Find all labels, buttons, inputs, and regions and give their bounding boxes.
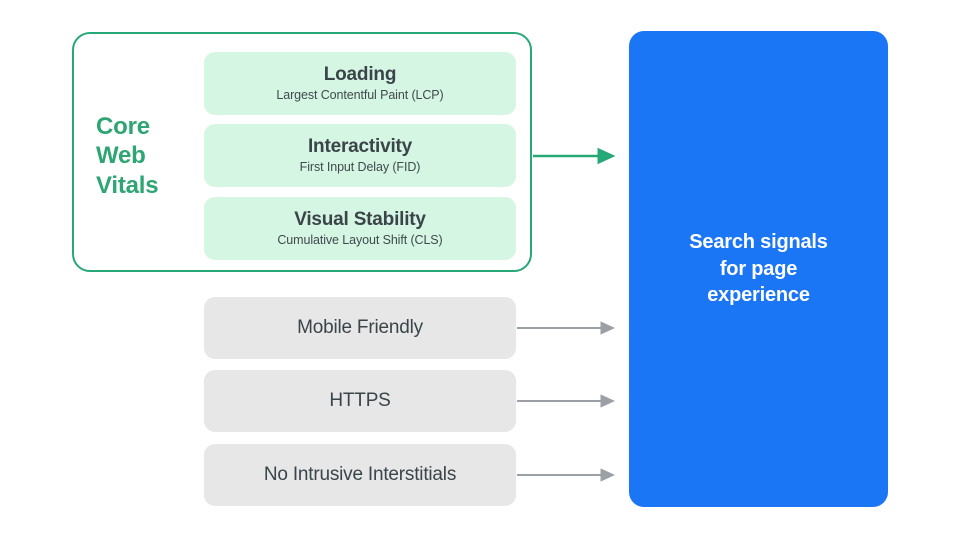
core-web-vitals-group — [72, 32, 532, 272]
metric-subtitle-visual-stability: Cumulative Layout Shift (CLS) — [277, 233, 443, 248]
metric-card-visual-stability[interactable]: Visual Stability Cumulative Layout Shift… — [204, 197, 516, 260]
metric-title-interactivity: Interactivity — [307, 135, 413, 157]
metric-card-loading[interactable]: Loading Largest Contentful Paint (LCP) — [204, 52, 516, 115]
search-signals-panel-title: Search signals for page experience — [689, 231, 828, 307]
signal-label-mobile-friendly: Mobile Friendly — [297, 317, 423, 338]
signal-label-no-intrusive-interstitials: No Intrusive Interstitials — [263, 464, 457, 485]
metric-subtitle-loading: Largest Contentful Paint (LCP) — [276, 88, 444, 103]
metric-title-visual-stability: Visual Stability — [294, 208, 426, 230]
signal-label-https: HTTPS — [329, 390, 391, 411]
search-signals-panel[interactable]: Search signals for page experience — [629, 31, 888, 507]
metric-subtitle-interactivity: First Input Delay (FID) — [299, 160, 421, 175]
signal-card-no-intrusive-interstitials[interactable]: No Intrusive Interstitials — [204, 444, 516, 506]
signal-card-https[interactable]: HTTPS — [204, 370, 516, 432]
core-web-vitals-label: Core Web Vitals — [96, 113, 159, 199]
metric-title-loading: Loading — [323, 63, 397, 85]
signal-card-mobile-friendly[interactable]: Mobile Friendly — [204, 297, 516, 359]
metric-card-interactivity[interactable]: Interactivity First Input Delay (FID) — [204, 124, 516, 187]
